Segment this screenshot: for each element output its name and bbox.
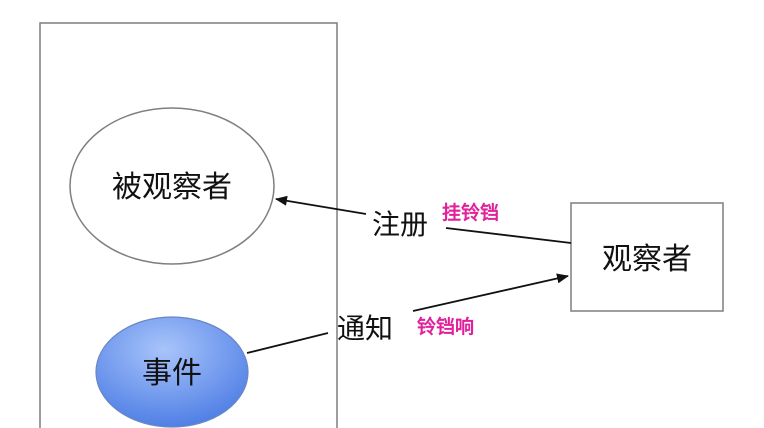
observed-node-label: 被观察者 <box>112 170 232 205</box>
event-node-label: 事件 <box>142 356 202 391</box>
event-node-shape <box>95 316 249 428</box>
register-edge-line-upper <box>275 195 367 215</box>
notify-edge-note: 铃铛响 <box>417 315 474 338</box>
observer-node-shape <box>570 202 724 312</box>
register-edge-note: 挂铃铛 <box>442 201 499 224</box>
register-edge-line-lower <box>445 227 572 244</box>
observer-node-label: 观察者 <box>602 242 692 277</box>
register-edge-label: 注册 <box>372 208 428 241</box>
notify-edge-label: 通知 <box>337 312 393 345</box>
observed-node-shape <box>69 107 275 265</box>
notify-edge-line-upper <box>412 273 569 312</box>
subject-container-frame <box>39 22 338 428</box>
notify-edge-line-lower <box>246 332 329 354</box>
